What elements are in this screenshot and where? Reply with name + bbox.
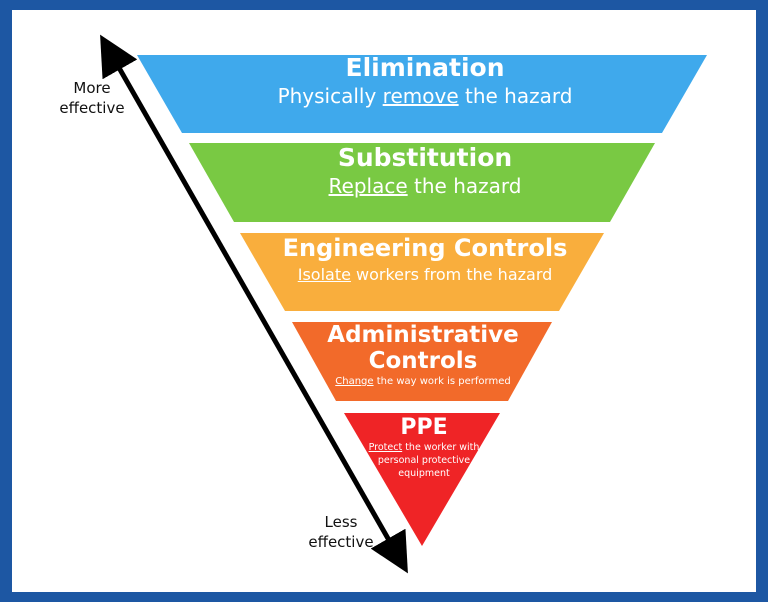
tier-title: Elimination [345, 53, 505, 82]
tier-verb: Protect [368, 442, 403, 453]
less-effective-label: Less effective [308, 513, 374, 551]
tier-verb: remove [382, 84, 459, 108]
tier-title-line1: Administrative [327, 322, 519, 348]
tier-verb: Change [335, 376, 374, 387]
tier-description: Replace the hazard [328, 174, 522, 198]
tier-administrative-controls: Administrative Controls Change the way w… [292, 322, 554, 389]
tier-verb: Replace [328, 174, 408, 198]
effectiveness-arrow [100, 34, 408, 574]
tier-elimination: Elimination Physically remove the hazard [205, 53, 645, 109]
tier-title: PPE [400, 415, 448, 440]
tier-title: Substitution [337, 143, 513, 172]
tier-description: Physically remove the hazard [277, 84, 573, 108]
tier-title: Engineering Controls [282, 234, 568, 262]
tier-verb: Isolate [297, 265, 351, 284]
tier-description: Isolate workers from the hazard [297, 265, 553, 284]
tier-description: Protect the worker with personal protect… [368, 442, 480, 479]
tier-title-line2: Controls [368, 348, 478, 374]
tier-engineering-controls: Engineering Controls Isolate workers fro… [225, 233, 625, 287]
tier-description: Change the way work is performed [335, 376, 511, 387]
tier-substitution: Substitution Replace the hazard [205, 143, 645, 199]
more-effective-label: More effective [59, 79, 125, 117]
tier-ppe: PPE Protect the worker with personal pro… [366, 415, 482, 480]
